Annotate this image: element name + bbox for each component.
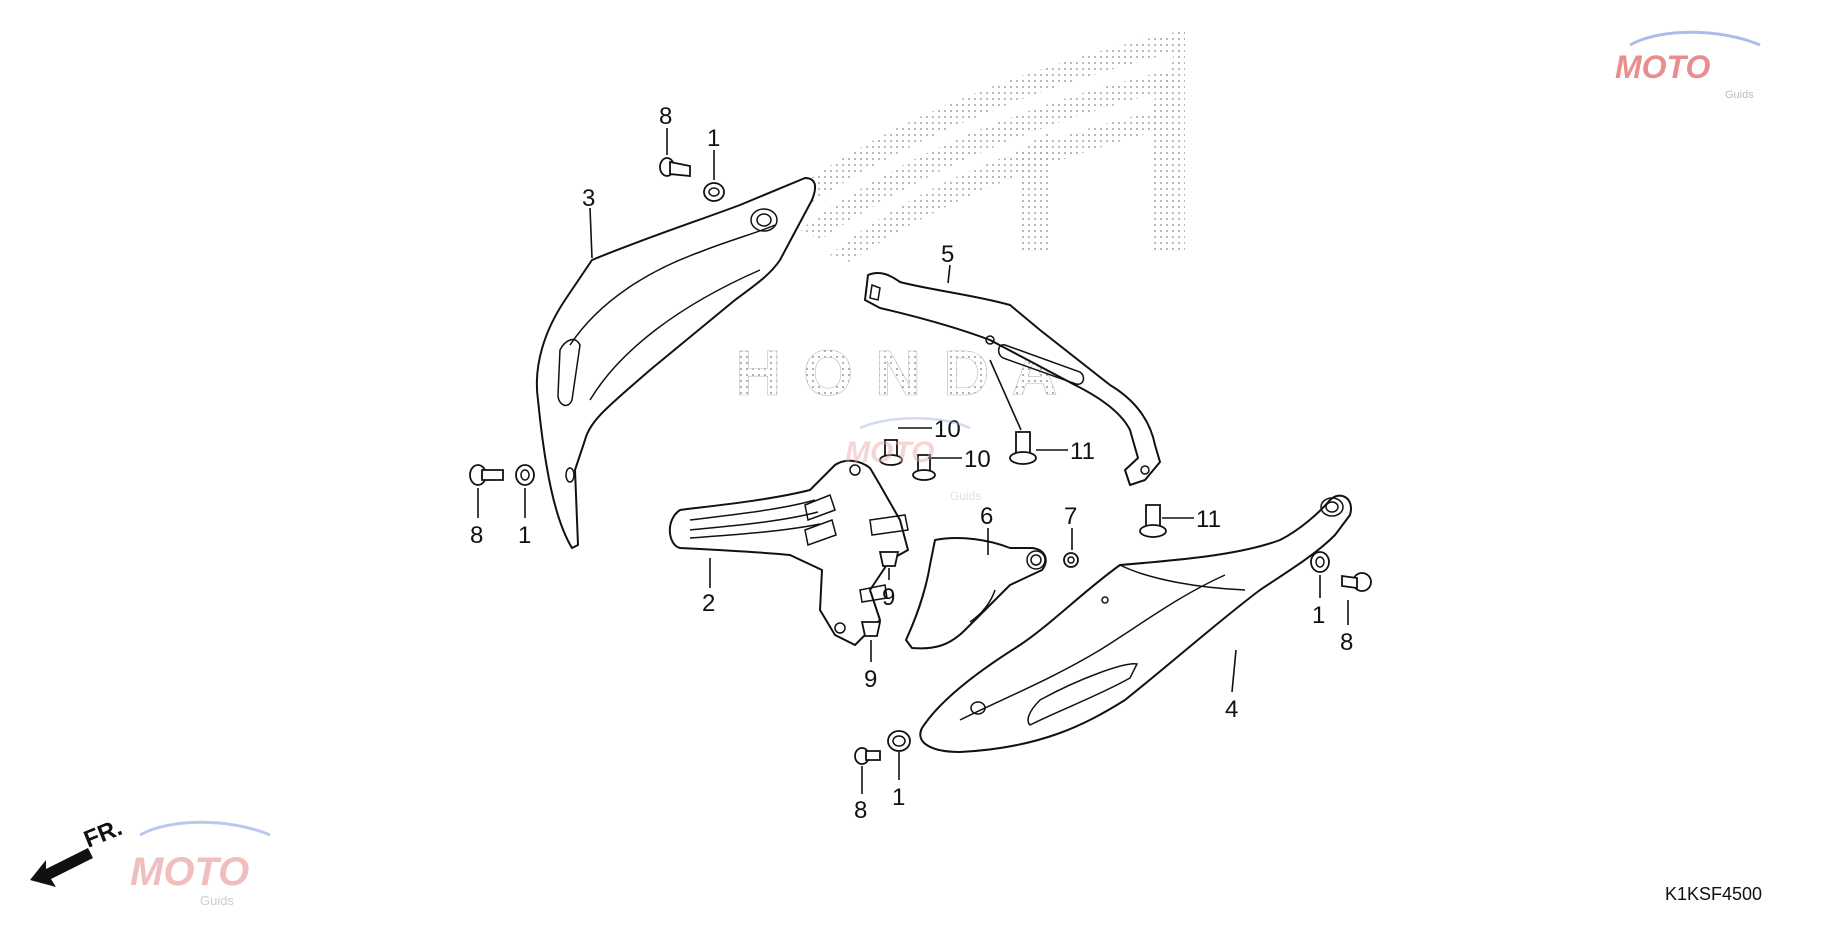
callout-11-upper: 11: [1070, 438, 1095, 465]
collar-1-left: [515, 464, 535, 486]
leader-lines: [477, 128, 1349, 794]
collar-1-right: [1310, 551, 1330, 573]
front-direction-marker: FR.: [30, 814, 126, 887]
callout-1-top: 1: [707, 125, 720, 152]
svg-text:MOTO: MOTO: [130, 850, 249, 894]
callout-3: 3: [582, 185, 595, 212]
front-marker-label: FR.: [80, 814, 126, 854]
collar-1-top: [703, 182, 725, 202]
callout-8-top: 8: [659, 103, 672, 130]
callout-2: 2: [702, 590, 715, 617]
bolt-10-upper: [879, 439, 903, 466]
callout-1-right: 1: [1312, 602, 1325, 629]
part-6-center-cover: [905, 537, 1047, 650]
callout-6: 6: [980, 503, 993, 530]
bolt-8-top: [659, 157, 691, 177]
drawing-code: K1KSF4500: [1665, 884, 1762, 904]
callout-1-bottom: 1: [892, 784, 905, 811]
part-2-inner-panel: [668, 459, 909, 646]
callout-5: 5: [941, 241, 954, 268]
bolt-8-left: [469, 464, 504, 486]
callout-11-lower: 11: [1196, 506, 1221, 533]
svg-text:Guids: Guids: [950, 489, 981, 503]
part-5-bracket-stay: [864, 272, 1161, 486]
bolt-11-lower: [1139, 504, 1167, 538]
watermark-logo-bottom-left: MOTO Guids: [130, 820, 271, 908]
watermark-logo-center: MOTO Guids: [845, 417, 981, 503]
watermark-logo-top-right: MOTO Guids: [1615, 30, 1761, 101]
part-3-upper-side-cover: [535, 177, 817, 549]
callout-10-upper: 10: [934, 416, 961, 443]
clip-9-upper: [878, 551, 900, 567]
callout-8-bottom: 8: [854, 797, 867, 824]
callout-9-lower: 9: [864, 666, 877, 693]
collar-1-bottom: [887, 730, 911, 752]
part-4-lower-side-cover: [919, 494, 1352, 753]
callout-7: 7: [1064, 503, 1077, 530]
svg-text:Guids: Guids: [1725, 89, 1754, 101]
grommet-7: [1063, 552, 1079, 568]
bolt-11-upper: [1009, 431, 1037, 465]
callout-9-upper: 9: [882, 584, 895, 611]
bolt-8-right: [1341, 572, 1372, 592]
callout-4: 4: [1225, 696, 1238, 723]
callout-1-left: 1: [518, 522, 531, 549]
bolt-8-bottom: [854, 747, 881, 765]
svg-text:MOTO: MOTO: [1615, 49, 1711, 85]
callout-8-left: 8: [470, 522, 483, 549]
svg-text:Guids: Guids: [200, 893, 234, 908]
callout-10-lower: 10: [964, 446, 991, 473]
honda-wing-logo: [780, 30, 1185, 262]
clip-9-lower: [860, 621, 882, 637]
bolt-10-lower: [912, 454, 936, 481]
svg-text:MOTO: MOTO: [845, 436, 934, 469]
callout-8-right: 8: [1340, 629, 1353, 656]
brand-logo-text: HONDA: [735, 337, 1080, 409]
